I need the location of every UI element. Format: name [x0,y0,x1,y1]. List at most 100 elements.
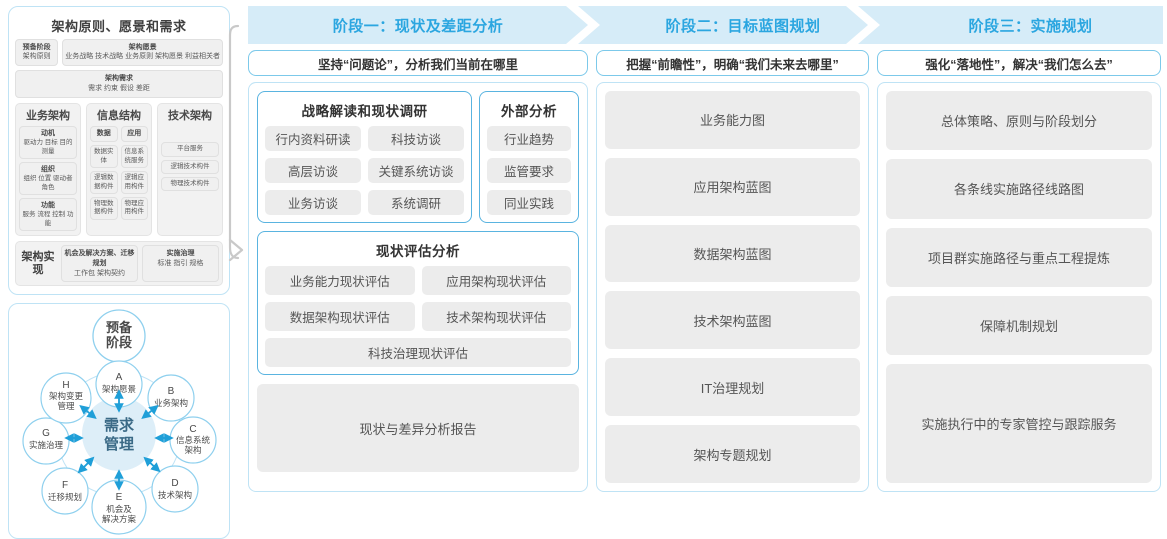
stage-banner-1[interactable]: 阶段一：现状及差距分析 [248,6,588,44]
stage-3-item-4[interactable]: 实施执行中的专家管控与跟踪服务 [886,364,1152,483]
stage-1-column: 坚持“问题论”，分析我们当前在哪里 战略解读和现状调研 行内资料研读 科技访谈 … [248,50,588,492]
node-d-circle [151,465,199,514]
prep-phase-line1: 预备阶段 [22,44,51,51]
external-analysis-card: 外部分析 行业趋势 监管要求 同业实践 [479,91,579,223]
node-b-label: 业务架构 [154,398,188,408]
node-d-key: D [171,478,178,489]
external-chip-0[interactable]: 行业趋势 [487,126,571,151]
connector-bracket [224,22,256,277]
stage-1-subtitle: 坚持“问题论”，分析我们当前在哪里 [248,50,588,76]
research-chip-grid: 行内资料研读 科技访谈 高层访谈 关键系统访谈 业务访谈 系统调研 [265,126,464,215]
research-chip-3[interactable]: 关键系统访谈 [368,158,464,183]
research-chip-4[interactable]: 业务访谈 [265,190,361,215]
node-a-key: A [116,372,123,383]
research-chip-2[interactable]: 高层访谈 [265,158,361,183]
cell-head: 应用 [127,130,142,138]
node-h-key: H [62,380,69,391]
external-chip-2[interactable]: 同业实践 [487,190,571,215]
stage-2-subtitle: 把握“前瞻性”，明确“我们未来去哪里” [596,50,869,76]
stage-3-column: 强化“落地性”，解决“我们怎么去” 总体策略、原则与阶段划分 各条线实施路径线路… [877,50,1161,492]
node-c-label-2: 架构 [184,445,201,455]
node-c-label-1: 信息系统 [176,435,211,445]
adm-cycle-diagram: 预备 阶段 需求 管理 A 架构愿景 B 业务架构 [22,309,217,536]
stage-banner-2[interactable]: 阶段二：目标蓝图规划 [578,6,868,44]
togaf-implementation-row: 架构实现 机会及解决方案、迁移规划 工作包 架构契约 实施治理 标准 指引 规格 [15,241,223,287]
stage-3-item-1[interactable]: 各条线实施路径线路图 [886,159,1152,219]
center-line1: 需求 [104,416,135,434]
arrow-center-b-in [141,407,156,420]
stage-3-item-3[interactable]: 保障机制规划 [886,295,1152,356]
center-line2: 管理 [104,435,134,453]
tech-cell-0: 平台服务 [161,142,219,157]
info-data-cell-3: 物理数据构件 [90,197,118,220]
architecture-vision-title: 架构愿景 [128,44,157,51]
research-chip-5[interactable]: 系统调研 [368,190,464,215]
assessment-chip-3[interactable]: 技术架构现状评估 [421,302,571,331]
node-e-label-1: 机会及 [106,504,132,514]
center-circle [82,397,156,472]
node-prep-line1: 预备 [106,320,133,335]
stage-banner-row: 阶段一：现状及差距分析 阶段二：目标蓝图规划 阶段三：实施规划 [248,6,1163,44]
research-chip-1[interactable]: 科技访谈 [368,126,464,151]
tech-cell-1: 逻辑技术构件 [161,159,219,175]
architecture-vision-items: 业务战略 技术战略 业务原则 架构愿景 利益相关者 [65,53,220,61]
stage-2-item-2[interactable]: 数据架构蓝图 [605,224,860,283]
assessment-chip-0[interactable]: 业务能力现状评估 [265,266,415,295]
external-analysis-title: 外部分析 [501,104,557,119]
adm-cycle-panel: 预备 阶段 需求 管理 A 架构愿景 B 业务架构 [8,303,230,539]
cell-head: 实施治理 [166,250,195,258]
node-b-circle [147,374,195,423]
togaf-framework-panel: 架构原则、愿景和需求 预备阶段 架构原则 架构愿景 业务战略 技术战略 业务原则… [8,6,230,296]
assessment-chip-2[interactable]: 数据架构现状评估 [265,302,415,331]
pillar-business-architecture: 业务架构 动机 驱动力 目标 目的 测量 组织 组织 位置 驱动者 角色 [15,103,81,237]
infographic-root: 架构原则、愿景和需求 预备阶段 架构原则 架构愿景 业务战略 技术战略 业务原则… [8,6,1163,539]
implementation-cell-1: 实施治理 标准 指引 规格 [142,245,219,283]
info-app-cell-1: 信息系统服务 [120,145,148,169]
info-app-head: 应用 [120,126,148,143]
left-column: 架构原则、愿景和需求 预备阶段 架构原则 架构愿景 业务战略 技术战略 业务原则… [8,6,230,539]
node-e-label-2: 解决方案 [102,514,137,524]
implementation-cell-0: 机会及解决方案、迁移规划 工作包 架构契约 [61,245,138,283]
external-chip-col: 行业趋势 监管要求 同业实践 [487,126,571,215]
info-data-cell-1: 数据实体 [90,145,118,169]
node-e-key: E [116,492,123,503]
pillar-business-cell-1: 组织 组织 位置 驱动者 角色 [19,162,77,196]
pillar-business-cell-2: 功能 服务 流程 控制 功能 [19,198,77,232]
node-d-label: 技术架构 [158,490,192,500]
info-app-cell-3: 物理应用构件 [120,197,148,220]
cell-head: 数据 [96,130,111,138]
research-card: 战略解读和现状调研 行内资料研读 科技访谈 高层访谈 关键系统访谈 业务访谈 系… [257,91,472,223]
architecture-requirements-items: 需求 约束 假设 差距 [88,85,150,93]
assessment-chip-1[interactable]: 应用架构现状评估 [421,266,571,295]
stage-2-item-5[interactable]: 架构专题规划 [605,425,860,483]
cell-body: 标准 指引 规格 [157,259,204,267]
stage-3-item-2[interactable]: 项目群实施路径与重点工程提炼 [886,227,1152,287]
stage-2-item-0[interactable]: 业务能力图 [605,91,860,149]
node-g-key: G [42,428,50,439]
togaf-title: 架构原则、愿景和需求 [51,19,187,34]
tech-cell-2: 物理技术构件 [161,177,219,192]
stage-2-body: 业务能力图 应用架构蓝图 数据架构蓝图 技术架构蓝图 IT治理规划 架构专题规划 [596,82,869,492]
stage-2-item-4[interactable]: IT治理规划 [605,358,860,417]
research-chip-0[interactable]: 行内资料研读 [265,126,361,151]
cell-head: 组织 [41,166,55,174]
stage-3-item-0[interactable]: 总体策略、原则与阶段划分 [886,91,1152,151]
stage-banner-3[interactable]: 阶段三：实施规划 [858,6,1163,44]
assessment-card: 现状评估分析 业务能力现状评估 应用架构现状评估 数据架构现状评估 技术架构现状… [257,231,579,375]
stage-2-item-3[interactable]: 技术架构蓝图 [605,291,860,350]
cell-body: 组织 位置 驱动者 角色 [23,175,73,191]
external-chip-1[interactable]: 监管要求 [487,158,571,183]
node-h-label-1: 架构变更 [49,391,84,401]
stage-3-subtitle: 强化“落地性”，解决“我们怎么去” [877,50,1161,76]
stage-2-item-1[interactable]: 应用架构蓝图 [605,157,860,216]
stage-1-report-chip[interactable]: 现状与差异分析报告 [257,384,579,472]
node-f-label: 迁移规划 [48,492,82,502]
stage-1-body: 战略解读和现状调研 行内资料研读 科技访谈 高层访谈 关键系统访谈 业务访谈 系… [248,82,588,492]
node-a-label: 架构愿景 [102,384,136,394]
architecture-requirements-cell: 架构需求 需求 约束 假设 差距 [15,69,223,99]
info-data-head: 数据 [90,126,118,143]
arrow-center-d-in [143,457,158,471]
node-h-circle [40,372,92,425]
assessment-chip-wide[interactable]: 科技治理现状评估 [265,338,571,367]
togaf-row-vision: 预备阶段 架构原则 架构愿景 业务战略 技术战略 业务原则 架构愿景 利益相关者 [15,39,223,66]
